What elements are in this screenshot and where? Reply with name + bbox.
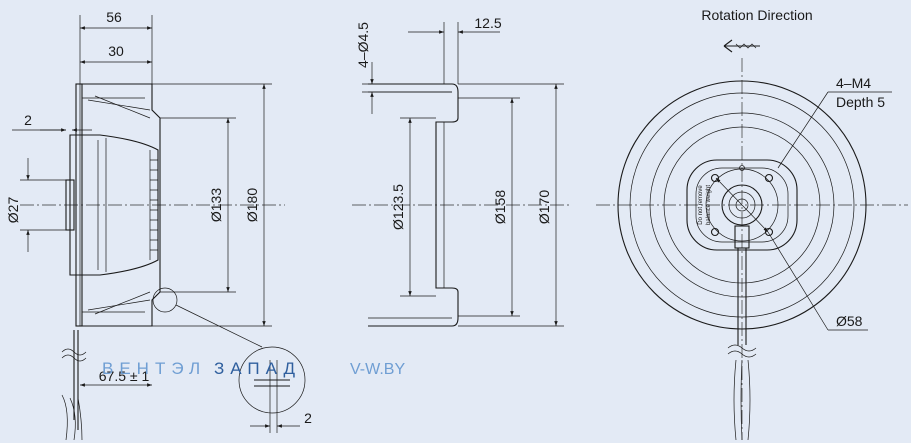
hub-label-2: balance weight	[706, 185, 712, 225]
bolt-hole	[710, 227, 720, 237]
bolt-hole	[764, 173, 774, 183]
dim-170-label: Ø170	[536, 190, 552, 224]
front-cable	[737, 248, 747, 345]
dim-detail-label: 2	[304, 410, 312, 426]
thread-label: 4–M4	[836, 75, 871, 91]
section-view: 4–Ø4.5 12.5 Ø123.5 Ø158 Ø170	[352, 15, 570, 327]
motor-body	[69, 134, 159, 276]
dim-12-5-label: 12.5	[474, 15, 501, 31]
motor-fins	[150, 159, 158, 251]
front-view: Rotation Direction Do not remove balance…	[596, 7, 908, 441]
dim-123-5-label: Ø123.5	[390, 184, 406, 230]
dim-cable-label: 67.5 ± 1	[99, 368, 150, 384]
bolt-circle	[705, 168, 779, 242]
dim-30-label: 30	[108, 43, 124, 59]
side-view: 56 30 2 Ø27 Ø133 Ø180 67.5 ± 1	[5, 9, 312, 441]
outer-ring	[617, 80, 867, 330]
detail-circle	[152, 287, 178, 313]
rotation-arrow-icon	[723, 39, 760, 53]
flange-profile	[368, 83, 459, 327]
hub-plate	[686, 159, 798, 251]
cable-wires	[61, 394, 83, 441]
depth-label: Depth 5	[836, 94, 885, 110]
detail-view	[238, 346, 306, 414]
dim-133-label: Ø133	[208, 188, 224, 222]
dim-holes-label: 4–Ø4.5	[355, 22, 371, 68]
bolt-hole	[710, 173, 720, 183]
dim-27-label: Ø27	[5, 197, 21, 224]
watermark-brand-dark: ЗАПАД	[214, 359, 301, 378]
hub-label-1: Do not remove	[698, 185, 704, 225]
dim-2-label: 2	[24, 112, 32, 128]
watermark: ВЕНТЭЛ ЗАПАД V-W.BY	[102, 359, 405, 378]
bolt-hole	[764, 227, 774, 237]
watermark-brand-light: ВЕНТЭЛ	[102, 359, 206, 378]
circle-label: Ø58	[836, 313, 863, 329]
mounting-plate	[75, 83, 83, 327]
rotation-title: Rotation Direction	[701, 7, 812, 23]
dim-56-label: 56	[106, 9, 122, 25]
dim-158-label: Ø158	[492, 190, 508, 224]
dim-180-label: Ø180	[244, 188, 260, 222]
watermark-site: V-W.BY	[350, 361, 405, 378]
cable	[73, 330, 79, 430]
